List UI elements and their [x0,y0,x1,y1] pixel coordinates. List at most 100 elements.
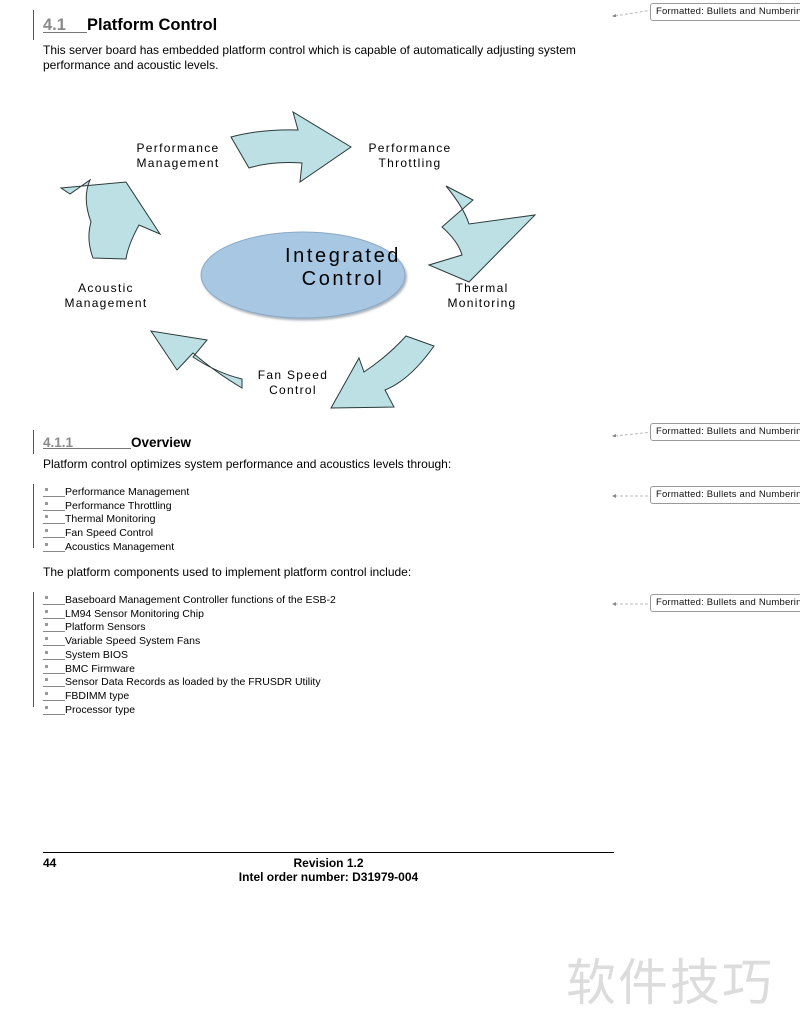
components-intro: The platform components used to implemen… [43,565,412,579]
list-item-text: Processor type [65,703,136,716]
list-item: Performance Management [43,485,189,499]
list-item-text: Baseboard Management Controller function… [65,594,336,606]
change-bar [33,430,34,454]
list-item: Fan Speed Control [43,526,189,540]
node-label-line: Acoustic [78,281,134,295]
center-label-line: Integrated [284,245,402,267]
list-item: Acoustics Management [43,540,189,554]
node-acoustic-management: Acoustic Management [56,281,156,311]
bullet-icon [43,526,65,539]
list-item: Baseboard Management Controller function… [43,593,336,607]
cycle-arrow-1 [230,110,352,184]
section-number: 4.1 [43,16,66,34]
node-label-line: Monitoring [447,296,517,310]
list-item-text: FBDIMM type [65,689,130,702]
list-item-text: BMC Firmware [65,662,135,675]
cycle-arrow-4 [149,330,243,389]
page-number: 44 [43,856,57,870]
list-item: System BIOS [43,648,336,662]
node-performance-throttling: Performance Throttling [360,141,460,171]
list-item: FBDIMM type [43,689,336,703]
cycle-arrow-2 [427,185,537,283]
list-item-text: Platform Sensors [65,621,146,634]
section-heading: 4.1 Platform Control [43,16,217,35]
platform-control-diagram: Integrated Control Performance Managemen… [40,100,560,420]
bullet-icon [43,512,65,525]
list-item: Platform Sensors [43,620,336,634]
leader-line-icon [612,9,652,17]
list-item-text: LM94 Sensor Monitoring Chip [65,607,204,620]
node-label-line: Thermal [455,281,509,295]
list-item: Performance Throttling [43,499,189,513]
list-item-text: System BIOS [65,648,129,661]
list-item-text: Performance Throttling [65,499,172,512]
footer-rule [43,852,614,853]
subsection-intro: Platform control optimizes system perfor… [43,457,452,471]
node-performance-management: Performance Management [128,141,228,171]
leader-line-icon [612,494,652,498]
footer-info: Revision 1.2 Intel order number: D31979-… [43,856,614,884]
change-bar [33,10,34,40]
bullet-icon [43,540,65,552]
center-label: Integrated Control [243,245,443,291]
bullet-icon [43,689,65,701]
bullet-icon [43,634,65,647]
bullet-icon [43,648,65,660]
list-item: Variable Speed System Fans [43,634,336,648]
diagram-canvas [59,110,537,409]
components-list: Baseboard Management Controller function… [43,593,336,716]
section-intro: This server board has embedded platform … [43,43,576,72]
list-item-text: Acoustics Management [65,540,175,553]
list-item: Thermal Monitoring [43,512,189,526]
comment-balloon[interactable]: Formatted: Bullets and Numbering [612,3,800,21]
list-item: Processor type [43,703,336,717]
leader-line-icon [612,602,652,606]
change-bar [33,484,34,548]
node-label-line: Management [136,156,220,170]
node-thermal-monitoring: Thermal Monitoring [432,281,532,311]
list-item-text: Sensor Data Records as loaded by the FRU… [65,676,321,689]
node-label-line: Management [64,296,148,310]
comment-text[interactable]: Formatted: Bullets and Numbering [650,594,800,612]
comment-balloon[interactable]: Formatted: Bullets and Numbering [612,423,800,441]
section-title: Platform Control [87,16,218,34]
revision-label: Revision 1.2 [293,856,364,870]
node-label-line: Performance [368,141,452,155]
bullet-icon [43,607,65,619]
bullet-icon [43,485,65,497]
change-bar [33,592,34,707]
comment-text[interactable]: Formatted: Bullets and Numbering [650,423,800,441]
node-label-line: Throttling [378,156,442,170]
node-label-line: Performance [136,141,220,155]
list-item-text: Fan Speed Control [65,527,154,540]
comment-balloon[interactable]: Formatted: Bullets and Numbering [612,486,800,504]
watermark: 软件技巧 [566,954,774,1012]
bullet-icon [43,620,65,633]
comment-text[interactable]: Formatted: Bullets and Numbering [650,486,800,504]
node-fan-speed-control: Fan Speed Control [243,368,343,398]
bullet-icon [43,662,65,674]
bullet-icon [43,675,65,688]
cycle-arrow-3 [330,335,435,409]
list-item-text: Performance Management [65,486,190,498]
bullet-icon [43,703,65,715]
order-number: Intel order number: D31979-004 [238,870,419,884]
comment-text[interactable]: Formatted: Bullets and Numbering [650,3,800,21]
comment-balloon[interactable]: Formatted: Bullets and Numbering [612,594,800,612]
node-label-line: Control [269,383,317,397]
list-item-text: Thermal Monitoring [65,513,156,526]
cycle-arrow-5 [59,178,162,260]
leader-line-icon [612,431,652,437]
list-item: Sensor Data Records as loaded by the FRU… [43,675,336,689]
node-label-line: Fan Speed [257,368,329,382]
integrated-control-ellipse [200,231,406,319]
list-item-text: Variable Speed System Fans [65,635,201,648]
bullet-icon [43,499,65,511]
list-item: LM94 Sensor Monitoring Chip [43,607,336,621]
list-item: BMC Firmware [43,662,336,676]
center-label-line: Control [301,268,385,290]
feature-list: Performance Management Performance Throt… [43,485,189,554]
bullet-icon [43,593,65,605]
subsection-number: 4.1.1 [43,435,131,450]
